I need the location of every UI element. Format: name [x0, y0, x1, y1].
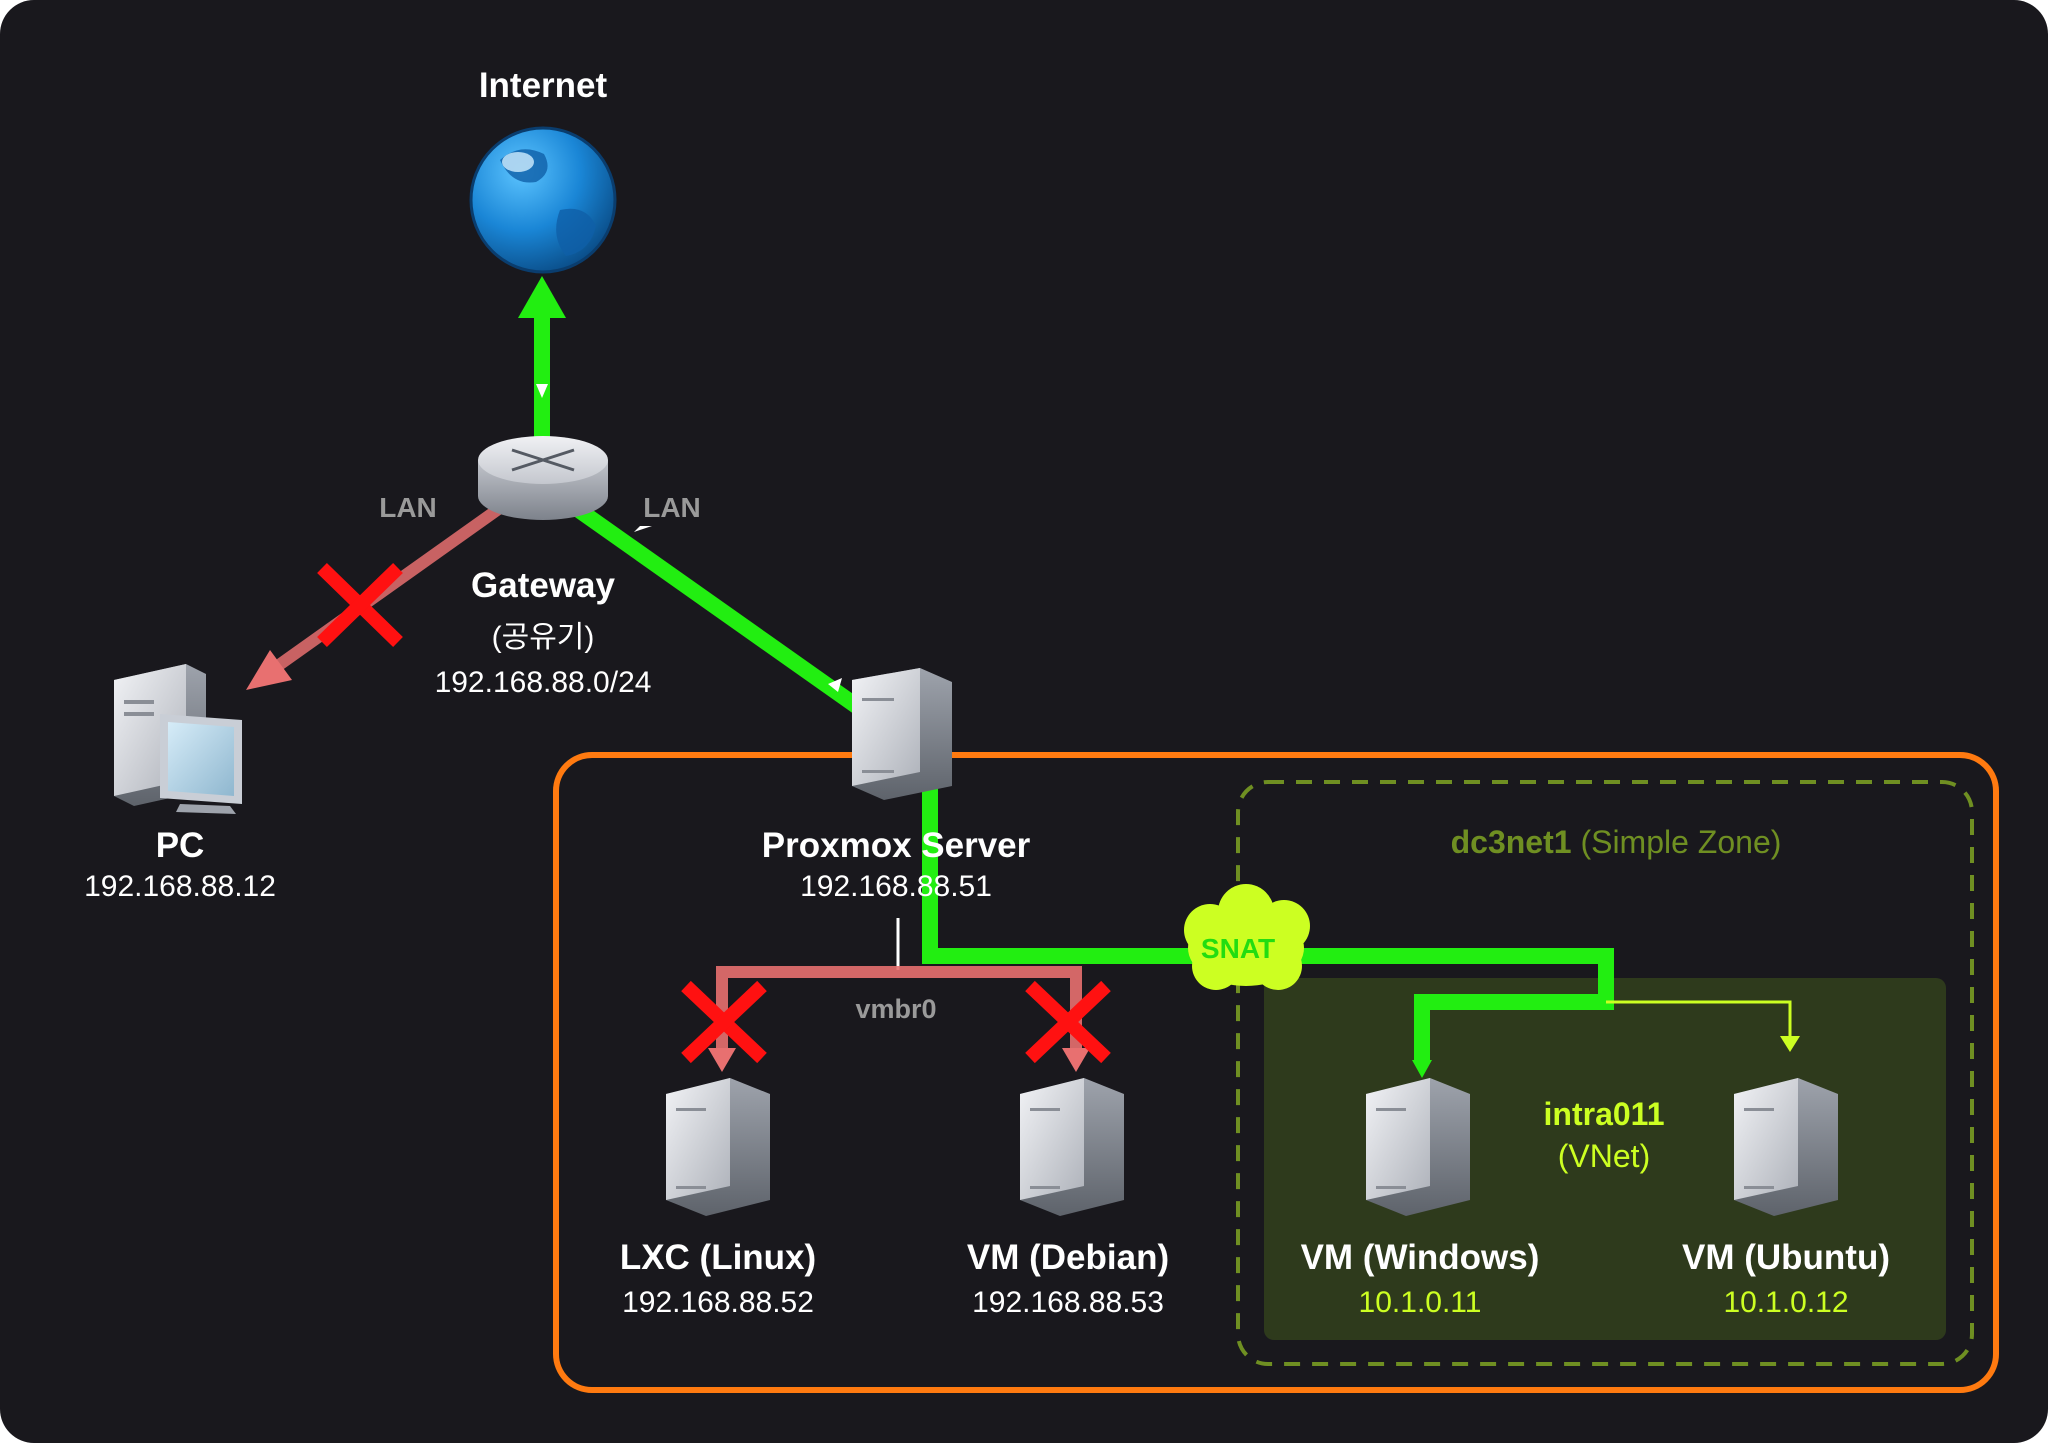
- gateway-lan-left: LAN: [379, 492, 437, 523]
- vnet-name: intra011: [1543, 1096, 1665, 1132]
- globe-icon: [469, 126, 617, 274]
- snat-label: SNAT: [1201, 933, 1275, 964]
- ubuntu-server-icon: [1734, 1078, 1838, 1216]
- windows-server-icon: [1366, 1078, 1470, 1216]
- pc-name: PC: [155, 826, 205, 865]
- proxmox-server-icon: [852, 668, 952, 800]
- allowed-path: [518, 276, 1800, 1078]
- pc-ip: 192.168.88.12: [84, 870, 276, 903]
- proxmox-boundary: [553, 752, 1999, 1393]
- lxc-ip: 192.168.88.52: [622, 1286, 814, 1319]
- desktop-computer-icon: [114, 664, 242, 814]
- vm-ubuntu-ip: 10.1.0.12: [1723, 1286, 1849, 1319]
- proxmox-name: Proxmox Server: [761, 826, 1031, 865]
- blocked-lxc-x-icon: [681, 980, 767, 1064]
- internet-label: Internet: [478, 66, 608, 105]
- blocked-path-pc: [246, 483, 532, 690]
- snat-cloud: SNAT: [1184, 884, 1310, 990]
- bridge-label: vmbr0: [855, 994, 937, 1024]
- vm-windows-ip: 10.1.0.11: [1358, 1286, 1482, 1319]
- zone-label: dc3net1 (Simple Zone): [1450, 824, 1782, 860]
- vnet-panel: [1264, 978, 1946, 1340]
- vm-windows-name: VM (Windows): [1300, 1238, 1540, 1277]
- router-icon: [478, 436, 608, 520]
- blocked-pc-x-icon: [317, 562, 403, 648]
- gateway-name: Gateway: [471, 566, 615, 605]
- gateway-lan-right: LAN: [643, 492, 701, 523]
- gateway-subnet: 192.168.88.0/24: [434, 666, 652, 699]
- vm-debian-name: VM (Debian): [966, 1238, 1170, 1277]
- zone-boundary: [1236, 780, 1974, 1366]
- vnet-type: (VNet): [1557, 1138, 1651, 1174]
- debian-server-icon: [1020, 1078, 1124, 1216]
- lxc-server-icon: [666, 1078, 770, 1216]
- lxc-name: LXC (Linux): [619, 1238, 817, 1277]
- vm-ubuntu-name: VM (Ubuntu): [1682, 1238, 1890, 1277]
- blocked-debian-x-icon: [1025, 980, 1111, 1064]
- vm-debian-ip: 192.168.88.53: [972, 1286, 1164, 1319]
- gateway-subtitle: (공유기): [491, 621, 595, 654]
- proxmox-ip: 192.168.88.51: [800, 870, 992, 903]
